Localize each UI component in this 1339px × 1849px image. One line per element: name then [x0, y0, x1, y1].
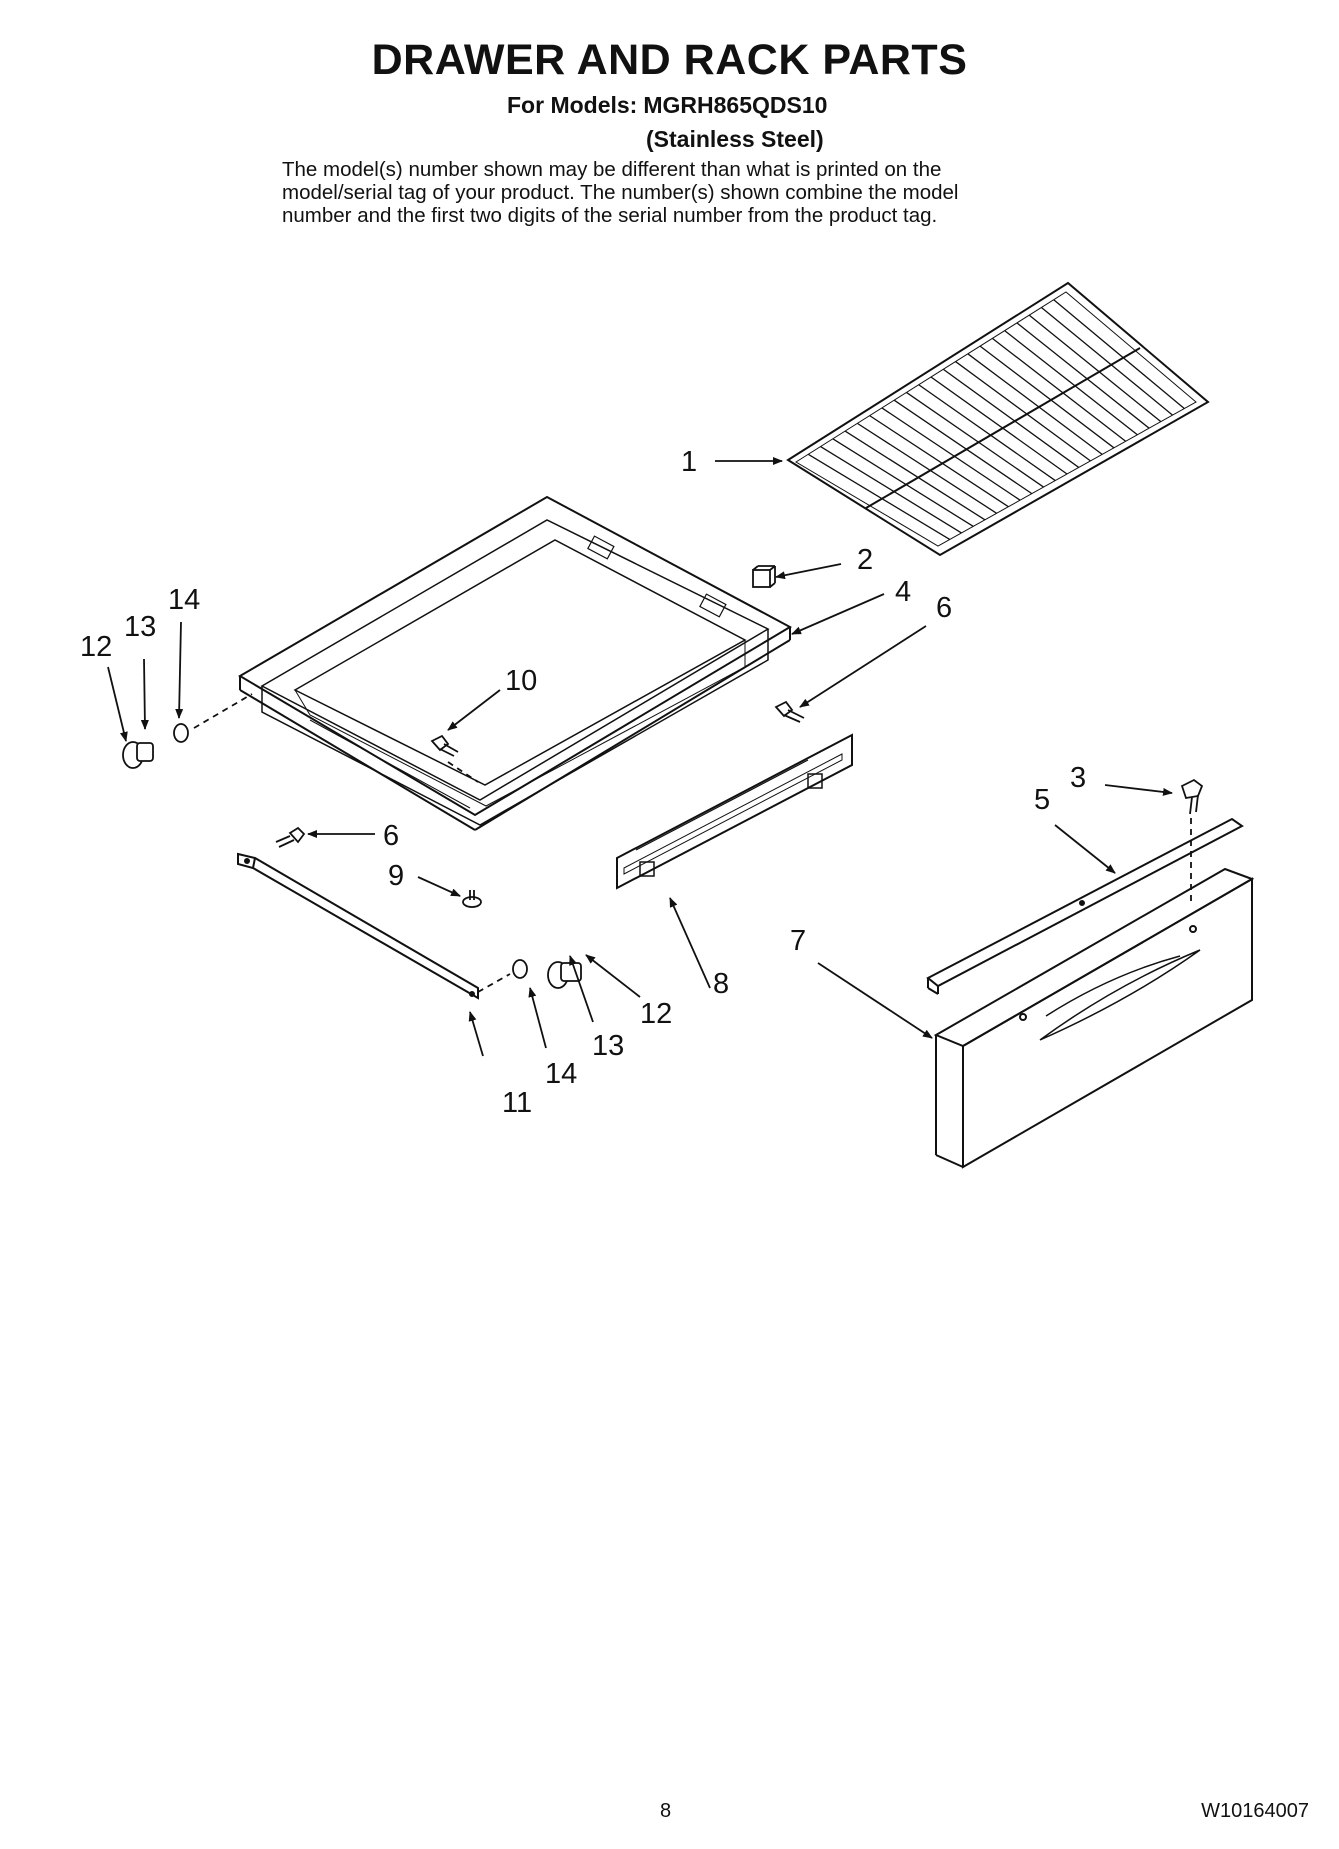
roller-assembly-left [122, 693, 253, 769]
leader-arrows [107, 457, 1173, 1057]
rack-wire [930, 376, 1068, 475]
rack-wire [869, 415, 1009, 508]
callout-5: 5 [1034, 784, 1050, 816]
rack-wire [979, 345, 1115, 449]
screw-3 [1180, 778, 1204, 815]
rack-wire [967, 353, 1103, 455]
page-title: DRAWER AND RACK PARTS [371, 36, 968, 84]
models-line: For Models:MGRH865QDS10 [507, 92, 827, 119]
callout-2: 2 [857, 544, 873, 576]
rack-wire [991, 337, 1127, 442]
models-label: For Models: [507, 92, 638, 118]
rack-wire [1028, 314, 1162, 423]
callout-3: 3 [1070, 762, 1086, 794]
rack-wire [1053, 299, 1185, 410]
rack-wire [881, 407, 1021, 501]
rack-wire [906, 391, 1044, 488]
callout-10: 10 [505, 665, 537, 697]
callout-13-left: 13 [124, 611, 156, 643]
disclaimer-line: number and the first two digits of the s… [282, 204, 938, 227]
rack-wire [1004, 330, 1138, 436]
rack-wire [857, 422, 997, 514]
fasteners [122, 693, 1204, 993]
callout-14-left: 14 [168, 584, 200, 616]
roller-assembly-mid [477, 959, 582, 993]
model-variant: (Stainless Steel) [646, 126, 824, 152]
callout-11: 11 [502, 1087, 532, 1119]
trim-strip [926, 817, 1244, 995]
callout-1: 1 [681, 446, 697, 478]
disclaimer: The model(s) number shown may be differe… [282, 158, 1082, 227]
rack-wire [918, 384, 1056, 482]
rack-wire [942, 368, 1080, 468]
callout-7: 7 [790, 925, 806, 957]
rack-wire [955, 361, 1091, 462]
rack-wire [832, 438, 974, 527]
part-2-block [752, 565, 776, 588]
callout-6-right: 6 [936, 592, 952, 624]
drawer-front [933, 867, 1255, 1169]
rack-wire [893, 399, 1033, 495]
disclaimer-line: model/serial tag of your product. The nu… [282, 181, 959, 204]
screw-10 [430, 734, 459, 757]
callout-8: 8 [713, 968, 729, 1000]
rack-wire [844, 430, 986, 521]
disclaimer-line: The model(s) number shown may be differe… [282, 158, 942, 181]
oven-rack [786, 281, 1210, 557]
rack-wire [820, 445, 962, 534]
bracket-panel [616, 733, 853, 890]
rack-wires [807, 299, 1185, 541]
callout-12-mid: 12 [640, 998, 672, 1030]
drawer-pan [238, 495, 793, 831]
document-number: W10164007 [1201, 1800, 1309, 1822]
callout-12-left: 12 [80, 631, 112, 663]
bolt-9 [462, 890, 482, 908]
screw-6-left [275, 826, 306, 848]
rack-wire [1041, 306, 1173, 416]
callout-6-left: 6 [383, 820, 399, 852]
callout-9: 9 [388, 860, 404, 892]
callout-13-mid: 13 [592, 1030, 624, 1062]
model-number: MGRH865QDS10 [643, 92, 828, 118]
page-number: 8 [660, 1800, 672, 1822]
callout-labels: 1 2 4 6 3 5 7 8 12 13 14 11 6 9 10 12 13… [80, 446, 1086, 1119]
screw-6-right [774, 700, 805, 723]
rack-wire [807, 453, 951, 541]
callout-14-mid: 14 [545, 1058, 577, 1090]
slide-rail [237, 852, 479, 1000]
callout-4: 4 [895, 576, 911, 608]
rack-wire [1016, 322, 1150, 429]
